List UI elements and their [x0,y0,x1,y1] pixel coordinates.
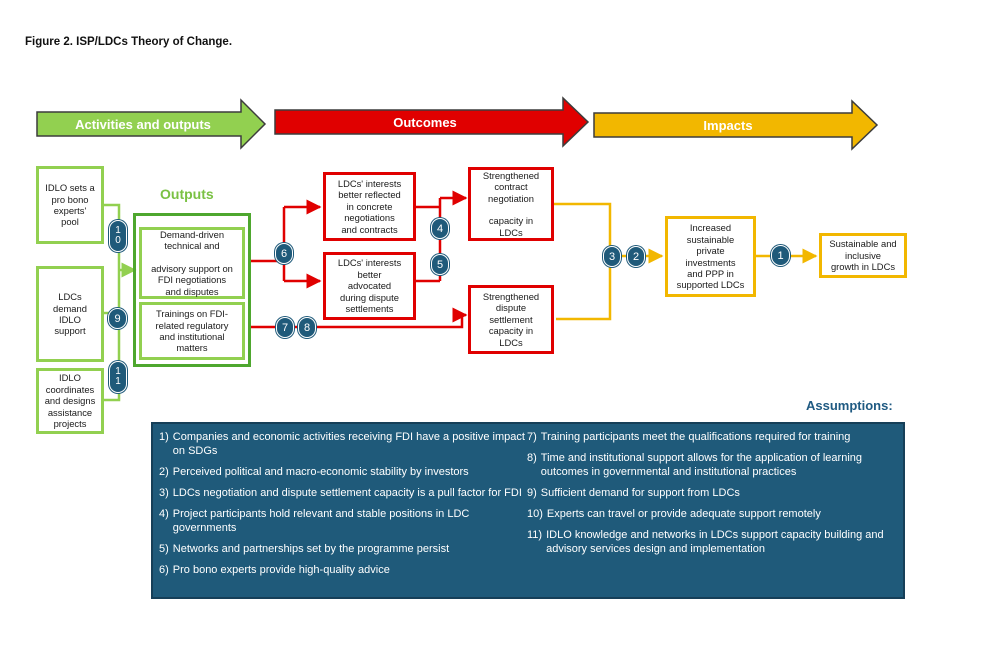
assumption-badge-9: 9 [108,308,127,329]
impact-inclusive-growth: Sustainable and inclusive growth in LDCs [819,233,907,278]
activity-experts-pool: IDLO sets a pro bono experts' pool [36,166,104,244]
assumption-item: 4)Project participants hold relevant and… [159,507,527,535]
activity-ldcs-demand: LDCs demand IDLO support [36,266,104,362]
impacts-arrow-label: Impacts [703,118,752,133]
assumption-number: 4) [159,508,169,520]
header-arrow-impacts: Impacts [593,99,879,151]
outcomes-arrow-label: Outcomes [393,115,457,130]
assumption-number: 3) [159,487,169,499]
assumption-item: 6)Pro bono experts provide high-quality … [159,563,527,577]
assumption-badge-2: 2 [627,246,645,267]
assumption-item: 3)LDCs negotiation and dispute settlemen… [159,486,527,500]
assumption-number: 1) [159,431,169,443]
assumption-text: Sufficient demand for support from LDCs [540,487,740,499]
outcome-contract-negotiation-capacity: Strengthened contract negotiation capaci… [468,167,554,241]
outputs-label: Outputs [160,186,214,202]
assumption-number: 7) [527,431,537,443]
outcome-dispute-settlement-capacity: Strengthened dispute settlement capacity… [468,285,554,354]
outcome-interests-advocated: LDCs' interests better advocated during … [323,252,416,320]
assumption-text: Time and institutional support allows fo… [540,452,862,478]
assumption-number: 8) [527,452,537,464]
assumption-text: IDLO knowledge and networks in LDCs supp… [546,529,884,555]
assumptions-panel: 1)Companies and economic activities rece… [151,422,905,599]
assumption-text: Experts can travel or provide adequate s… [546,508,821,520]
assumption-text: Training participants meet the qualifica… [540,431,851,443]
figure-title: Figure 2. ISP/LDCs Theory of Change. [25,36,233,48]
assumption-item: 10)Experts can travel or provide adequat… [527,507,903,521]
impact-private-investments: Increased sustainable private investment… [665,216,756,297]
header-arrow-activities: Activities and outputs [36,98,267,150]
assumption-number: 11) [527,529,543,541]
assumption-number: 9) [527,487,537,499]
assumption-item: 7)Training participants meet the qualifi… [527,430,903,444]
assumption-item: 5)Networks and partnerships set by the p… [159,542,527,556]
assumption-badge-8: 8 [298,317,316,338]
assumption-item: 9)Sufficient demand for support from LDC… [527,486,903,500]
assumption-badge-4: 4 [431,218,449,239]
assumption-number: 2) [159,466,169,478]
assumptions-left-column: 1)Companies and economic activities rece… [159,430,527,584]
assumption-badge-7: 7 [276,317,294,338]
outcome-interests-reflected: LDCs' interests better reflected in conc… [323,172,416,241]
output-advisory-support: Demand-driven technical and advisory sup… [139,227,245,299]
assumption-text: Networks and partnerships set by the pro… [172,543,450,555]
assumption-badge-3: 3 [603,246,621,267]
assumption-badge-5: 5 [431,254,449,275]
assumption-item: 11)IDLO knowledge and networks in LDCs s… [527,528,903,556]
activity-idlo-coordinates: IDLO coordinates and designs assistance … [36,368,104,434]
assumption-badge-6: 6 [275,243,293,264]
assumption-number: 5) [159,543,169,555]
assumptions-title: Assumptions: [806,398,893,413]
assumption-text: Perceived political and macro-economic s… [172,466,469,478]
header-arrow-outcomes: Outcomes [274,96,590,148]
assumption-item: 8)Time and institutional support allows … [527,451,903,479]
output-connectors [250,190,468,329]
assumption-text: Project participants hold relevant and s… [172,508,470,534]
assumption-text: LDCs negotiation and dispute settlement … [172,487,522,499]
assumption-number: 10) [527,508,543,520]
assumption-item: 1)Companies and economic activities rece… [159,430,527,458]
assumptions-right-column: 7)Training participants meet the qualifi… [527,430,903,563]
assumption-item: 2)Perceived political and macro-economic… [159,465,527,479]
output-trainings: Trainings on FDI- related regulatory and… [139,302,245,360]
assumption-number: 6) [159,564,169,576]
assumption-badge-1: 1 [771,245,790,266]
assumption-text: Companies and economic activities receiv… [172,431,525,457]
activities-arrow-label: Activities and outputs [75,117,211,132]
assumption-text: Pro bono experts provide high-quality ad… [172,564,390,576]
outputs-container [133,213,251,367]
